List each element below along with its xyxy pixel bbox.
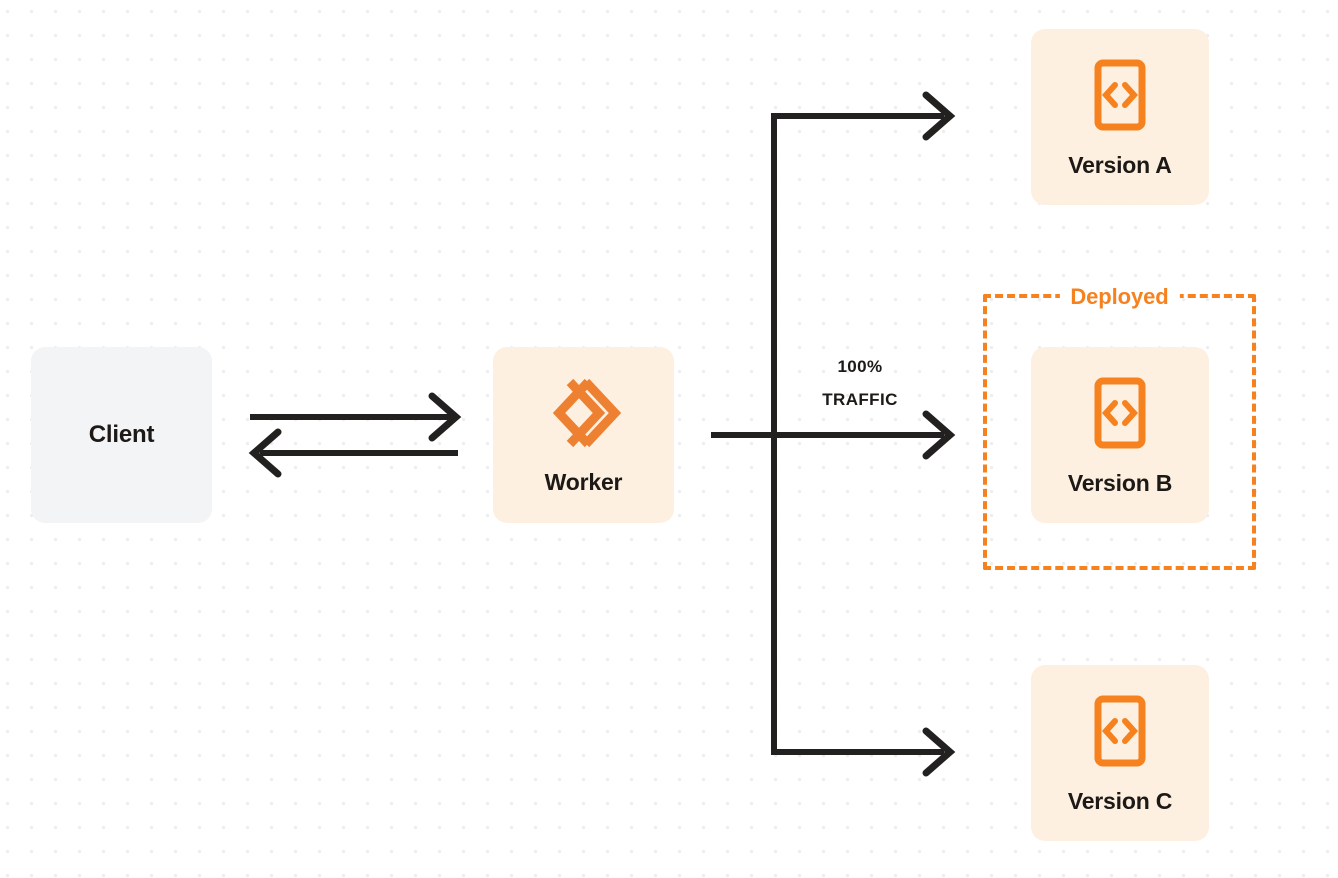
node-version-c-label: Version C bbox=[1067, 787, 1173, 814]
code-file-icon bbox=[1093, 58, 1147, 132]
arrow-worker-to-client bbox=[248, 428, 458, 478]
arrow-client-to-worker bbox=[250, 392, 462, 442]
code-file-icon bbox=[1093, 694, 1147, 768]
node-client[interactable]: Client bbox=[31, 347, 212, 523]
code-file-icon bbox=[1093, 376, 1147, 450]
node-worker[interactable]: Worker bbox=[493, 347, 674, 523]
node-version-b[interactable]: Version B bbox=[1031, 347, 1209, 523]
node-worker-label: Worker bbox=[544, 468, 623, 495]
traffic-percentage-label: 100% TRAFFIC bbox=[790, 350, 930, 416]
deployed-group-label: Deployed bbox=[1059, 282, 1180, 313]
arrow-worker-to-version-b bbox=[711, 410, 956, 460]
arrow-worker-to-version-c bbox=[771, 727, 956, 777]
cloudflare-workers-logo-icon bbox=[545, 377, 623, 449]
node-version-a[interactable]: Version A bbox=[1031, 29, 1209, 205]
traffic-percentage-caption: TRAFFIC bbox=[822, 390, 898, 410]
arrow-worker-to-version-a bbox=[771, 91, 956, 141]
node-version-c[interactable]: Version C bbox=[1031, 665, 1209, 841]
node-client-label: Client bbox=[88, 421, 155, 448]
node-version-b-label: Version B bbox=[1067, 469, 1173, 496]
traffic-percentage-value: 100% bbox=[837, 357, 883, 376]
node-version-a-label: Version A bbox=[1068, 151, 1172, 178]
